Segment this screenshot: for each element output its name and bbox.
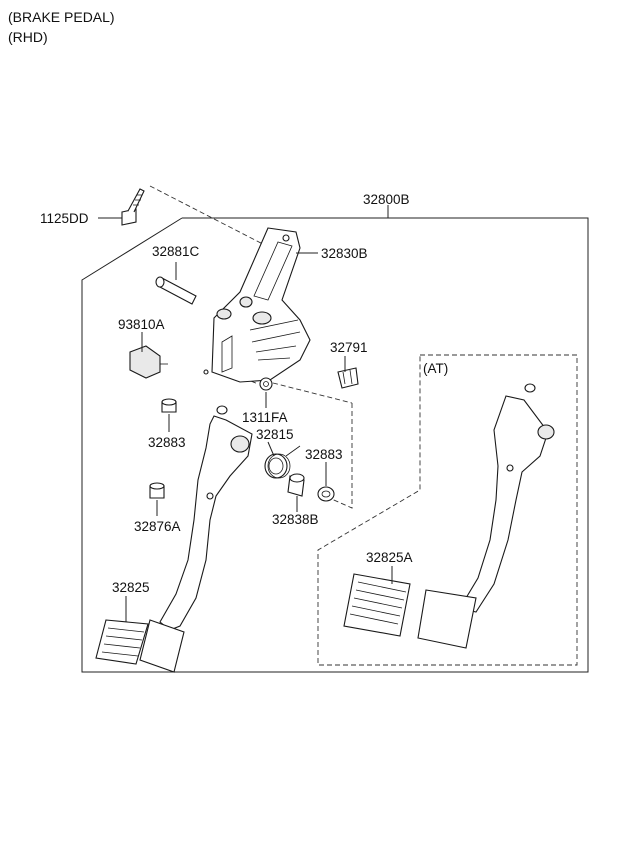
- pedal-pad-32825: [95, 619, 149, 665]
- callout-1125dd: 1125DD: [40, 211, 89, 226]
- callout-32825a: 32825A: [366, 550, 413, 565]
- pin-32881c: [155, 276, 197, 305]
- at-variant-label: (AT): [423, 361, 448, 376]
- callout-32815: 32815: [256, 427, 294, 442]
- bushing-32883-upper: [161, 398, 177, 413]
- bracket-32830b: [203, 227, 311, 383]
- brake-pedal-arm: [139, 405, 253, 673]
- callout-93810a: 93810A: [118, 317, 165, 332]
- callout-32830b: 32830B: [321, 246, 368, 261]
- bushing-32876a: [149, 482, 165, 499]
- callout-32881c: 32881C: [152, 244, 200, 259]
- clip-32791: [337, 367, 359, 389]
- diagram-title-line2: (RHD): [8, 29, 48, 45]
- collar-32838b: [287, 473, 305, 497]
- leader-lines: [98, 205, 393, 622]
- pedal-pad-32825a: [343, 573, 411, 637]
- assembly-frame: [81, 217, 589, 673]
- callout-32791: 32791: [330, 340, 368, 355]
- switch-93810a: [129, 345, 168, 379]
- spring-32815: [264, 445, 301, 479]
- callout-32883-lower: 32883: [305, 447, 343, 462]
- at-variant-frame: [317, 354, 578, 666]
- callout-32838b: 32838B: [272, 512, 319, 527]
- callout-32876a: 32876A: [134, 519, 181, 534]
- bolt-1125dd: [121, 188, 145, 226]
- callout-1311fa: 1311FA: [242, 410, 288, 425]
- bushing-32883-lower: [317, 486, 335, 502]
- diagram-title-line1: (BRAKE PEDAL): [8, 9, 115, 25]
- callout-32800b: 32800B: [363, 192, 410, 207]
- callout-32883-upper: 32883: [148, 435, 186, 450]
- callout-32825: 32825: [112, 580, 150, 595]
- at-pedal-arm: [417, 383, 555, 649]
- nut-1311fa: [259, 377, 273, 391]
